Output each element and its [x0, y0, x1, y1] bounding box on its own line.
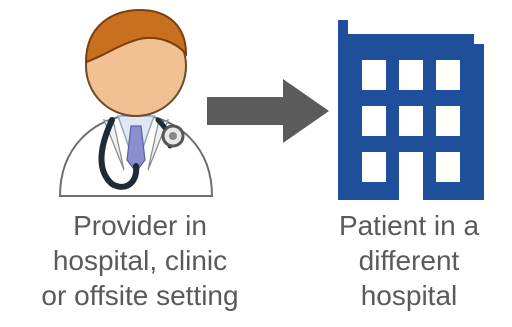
hospital-building-icon	[338, 20, 484, 200]
doctor-icon	[58, 8, 214, 197]
patient-caption: Patient in a different hospital	[306, 208, 512, 313]
patient-caption-line-3: hospital	[360, 280, 458, 311]
arrow-right-icon	[207, 79, 329, 143]
patient-caption-line-1: Patient in a	[338, 210, 480, 241]
provider-caption-line-3: or offsite setting	[41, 280, 239, 311]
provider-caption-line-1: Provider in	[73, 210, 207, 241]
provider-caption: Provider in hospital, clinic or offsite …	[0, 208, 280, 313]
provider-caption-line-2: hospital, clinic	[52, 245, 228, 276]
patient-caption-line-2: different	[358, 245, 460, 276]
